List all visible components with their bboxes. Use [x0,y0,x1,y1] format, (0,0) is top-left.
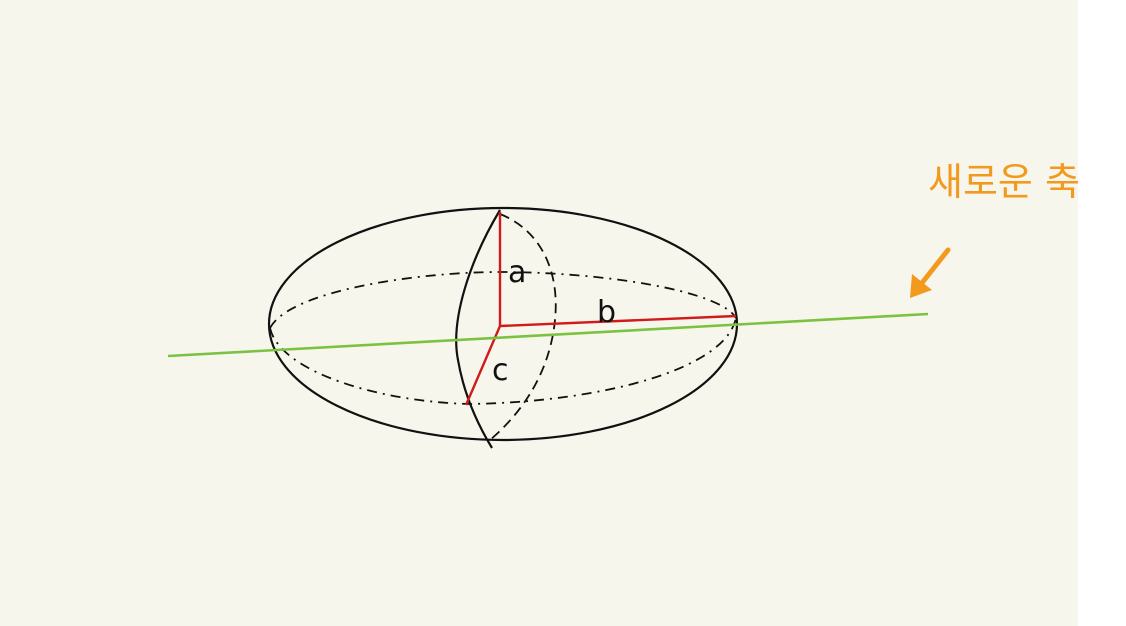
new-axis-label: 새로운 축 [928,160,1080,204]
drawing-canvas [0,0,1078,626]
semi-axis-b-line [499,314,737,328]
arrow-icon [910,247,951,298]
label-a: a [508,255,526,290]
meridian-front-solid [455,209,501,449]
meridian-back-dashed [489,213,557,441]
ellipsoid-outline [267,206,739,442]
new-axis-line [167,312,929,358]
label-c: c [492,353,509,388]
margin-strip [1078,0,1126,626]
label-b: b [597,295,616,330]
